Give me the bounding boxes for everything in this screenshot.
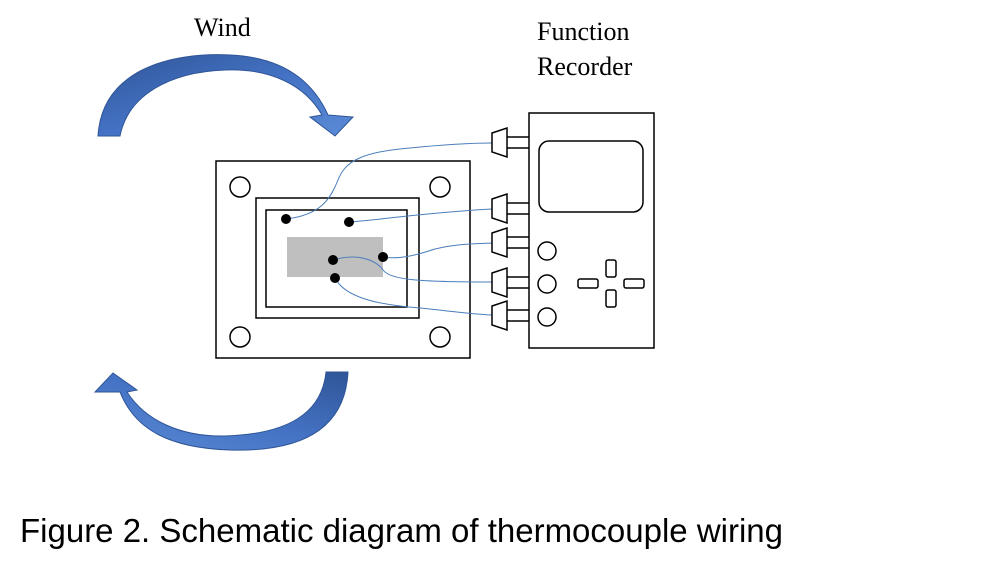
dpad-right xyxy=(623,278,645,289)
wire-2 xyxy=(348,208,493,223)
wire-4 xyxy=(332,256,493,283)
mount-hole-top-left xyxy=(229,176,251,198)
wire-1 xyxy=(285,142,493,220)
connector-1 xyxy=(491,126,529,159)
wire-5 xyxy=(334,277,493,316)
wind-arrow-top xyxy=(97,54,355,137)
dpad-down xyxy=(605,289,617,308)
dpad-up xyxy=(605,259,617,278)
mount-hole-bottom-right xyxy=(429,326,451,348)
mount-hole-top-right xyxy=(429,176,451,198)
thermocouple-point xyxy=(378,252,388,262)
recorder-knob-1 xyxy=(537,241,557,261)
recorder-knob-2 xyxy=(537,274,557,294)
recorder-knob-3 xyxy=(537,307,557,327)
figure-caption: Figure 2. Schematic diagram of thermocou… xyxy=(20,512,784,549)
connector-4 xyxy=(491,266,529,299)
connector-5 xyxy=(491,299,529,332)
thermocouple-point xyxy=(330,273,340,283)
thermocouple-points xyxy=(281,214,388,283)
connectors xyxy=(491,126,529,332)
recorder-label-line2: Recorder xyxy=(537,52,633,81)
thermocouple-point xyxy=(328,255,338,265)
dpad-left xyxy=(577,278,599,289)
thermocouple-point xyxy=(281,214,291,224)
wires xyxy=(285,142,493,316)
connector-2 xyxy=(491,192,529,225)
wind-label: Wind xyxy=(194,13,251,42)
recorder-screen xyxy=(538,140,644,213)
recorder-label-line1: Function xyxy=(537,17,629,46)
recorder-dpad xyxy=(577,259,645,308)
thermocouple-point xyxy=(344,217,354,227)
wire-3 xyxy=(382,242,493,259)
mount-hole-bottom-left xyxy=(229,326,251,348)
wind-arrow-bottom xyxy=(93,371,349,451)
connector-3 xyxy=(491,226,529,259)
